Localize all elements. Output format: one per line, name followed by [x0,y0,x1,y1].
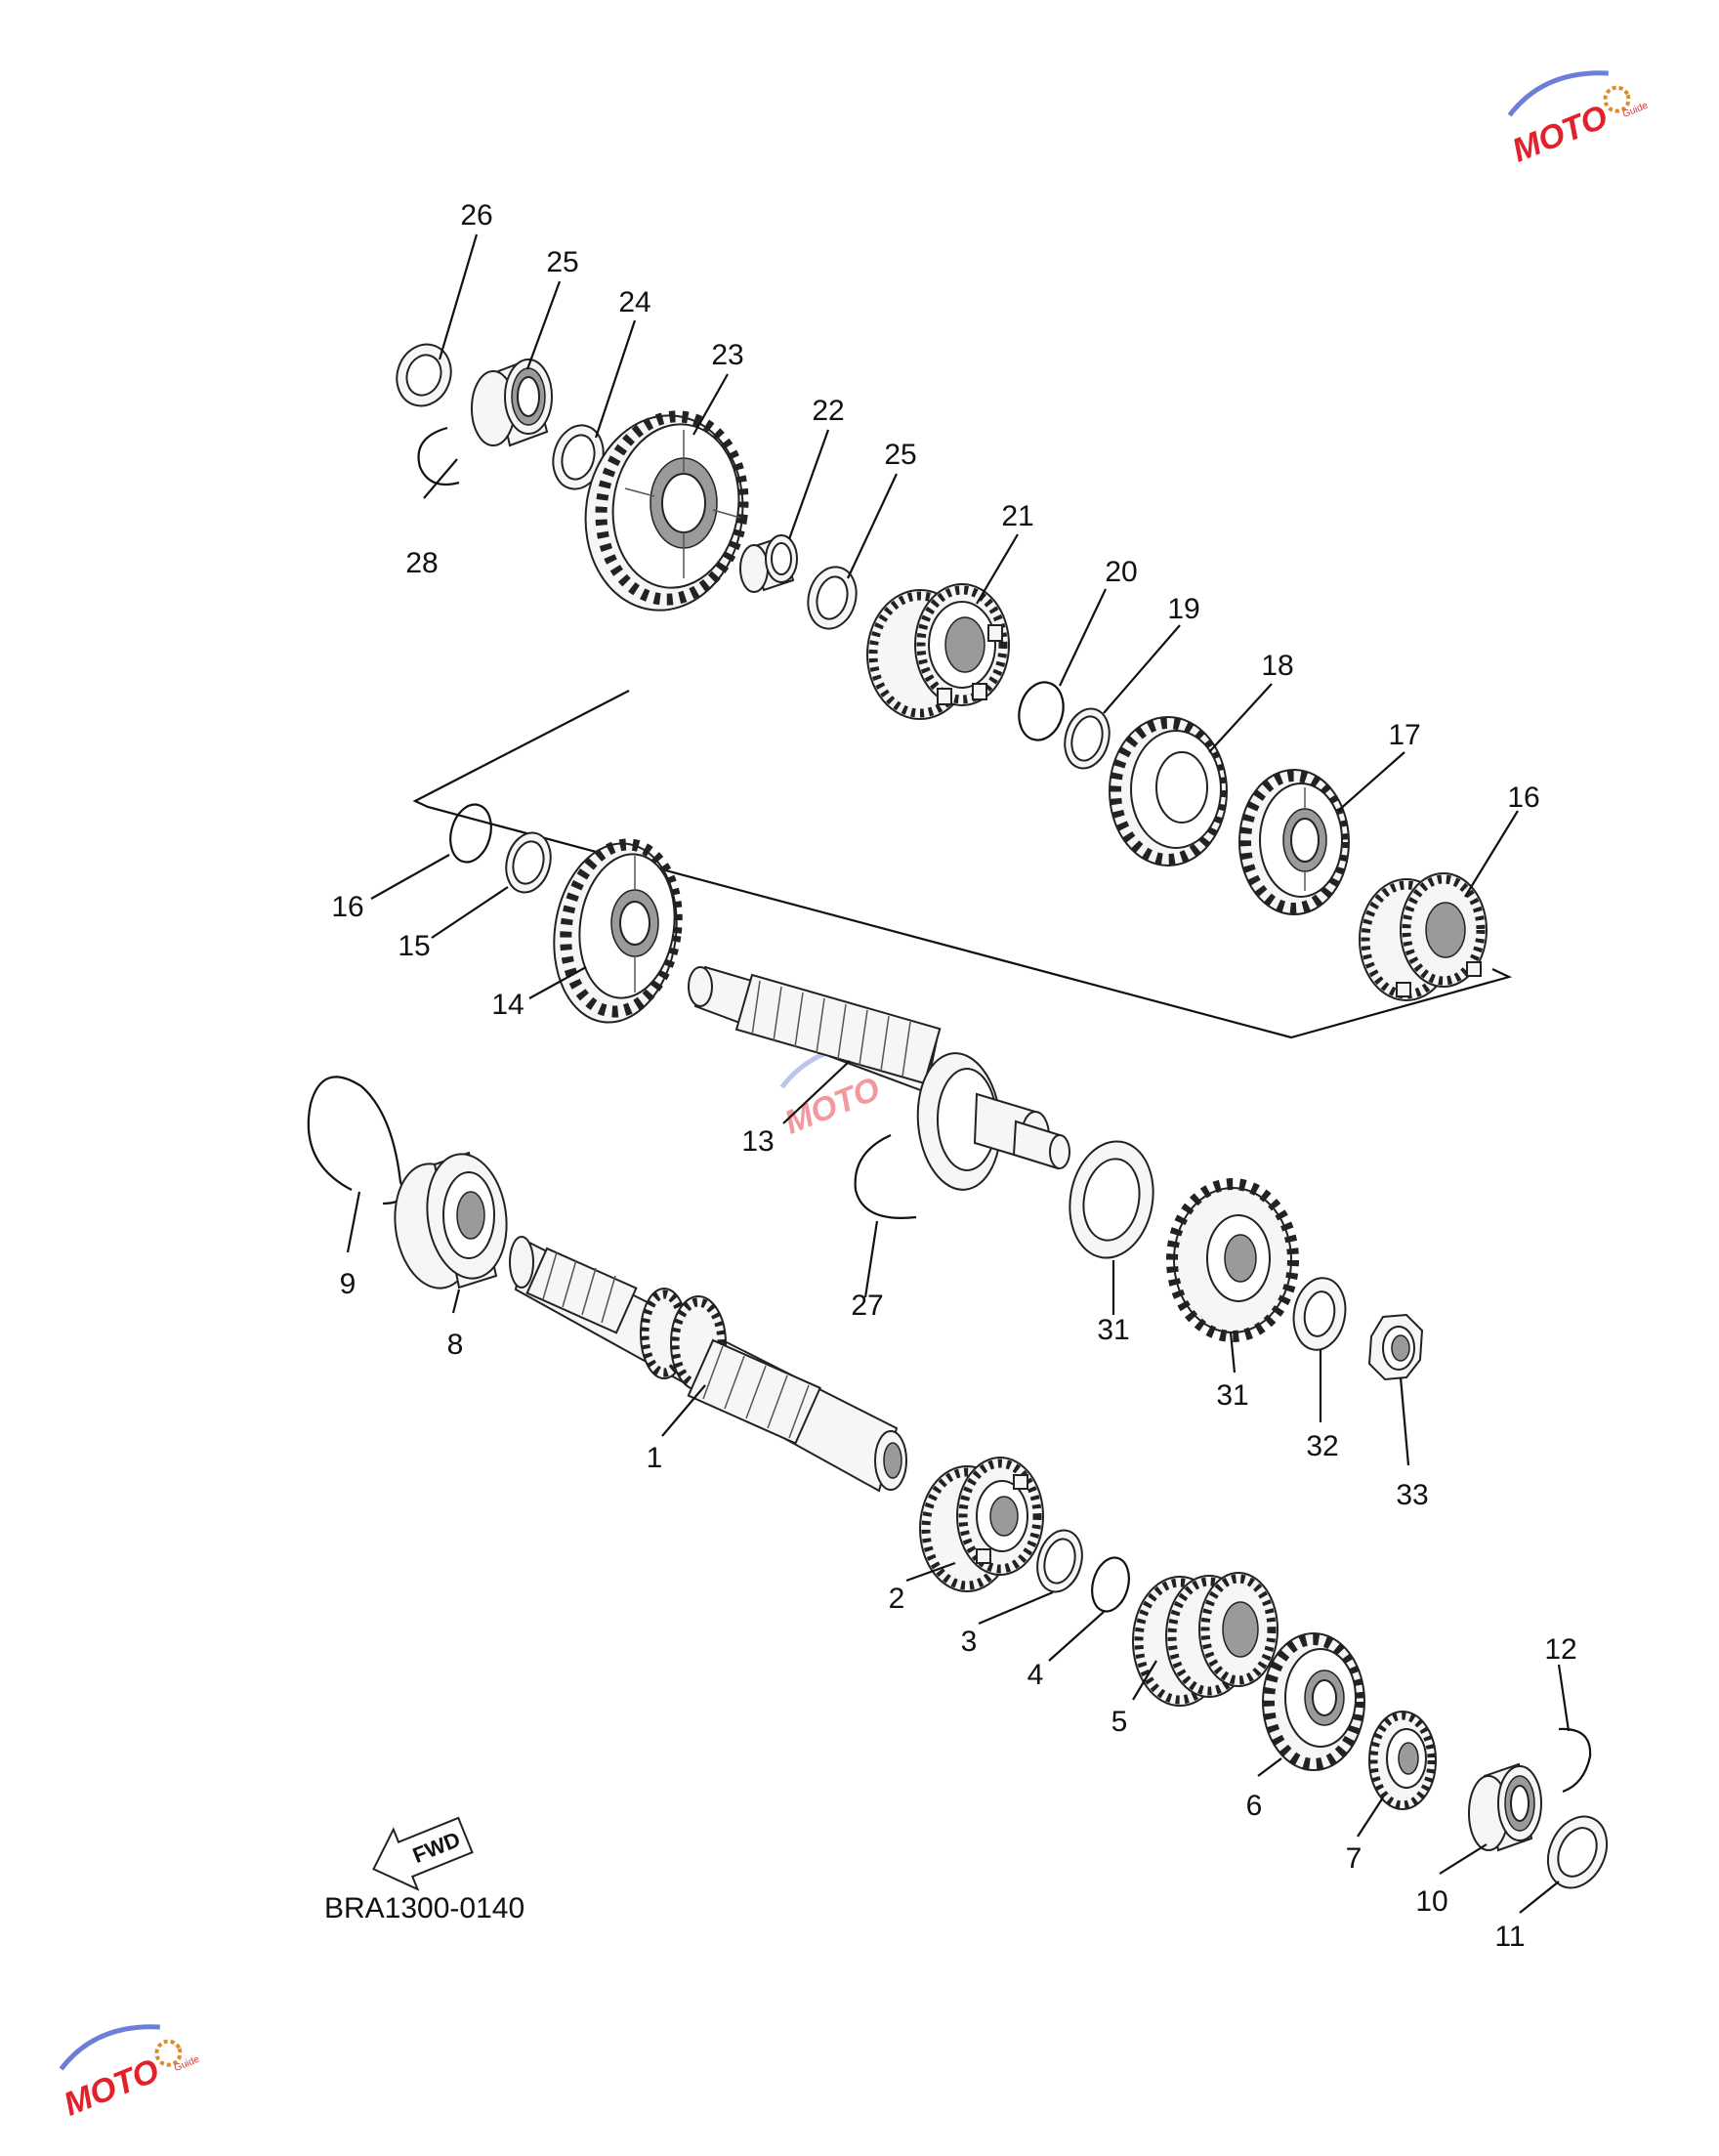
part-17-gear [1359,872,1488,1001]
part-16-circlip [449,803,492,864]
group-boundary [412,690,1513,1039]
watermark-logo-bottom: MOTO Guide [59,2024,201,2124]
part-25-washer-right [807,566,858,630]
part-14-gear [553,838,683,1024]
callout-labels: 26 25 24 23 22 25 21 20 19 18 17 16 28 1… [331,199,1576,1953]
svg-text:MOTO: MOTO [59,2051,164,2123]
part-19-gear [1109,716,1228,867]
part-2-gear [919,1457,1044,1592]
fwd-arrow: FWD [372,1816,474,1891]
callout-12: 12 [1544,1633,1576,1666]
callout-22: 21 [1001,500,1033,532]
part-32-lock-washer [1292,1277,1347,1351]
callout-25-left: 24 [618,286,650,318]
part-22-gear [866,583,1010,720]
callout-15: 15 [398,930,430,962]
part-12-circlip [1558,1727,1592,1794]
callout-20: 19 [1167,593,1199,625]
callout-28: 27 [851,1289,883,1322]
part-13-shaft [688,965,1070,1191]
part-3-washer [1036,1529,1083,1593]
svg-text:Guide: Guide [173,2054,201,2074]
svg-text:MOTO: MOTO [1507,98,1613,169]
callout-16: 16 [331,891,363,923]
part-26-needle-bearing [471,358,553,447]
callout-19: 18 [1261,650,1293,682]
part-29-circlip [417,426,460,486]
part-11-washer [1546,1815,1609,1889]
callout-32: 32 [1306,1430,1338,1462]
part-18-gear [1238,769,1350,915]
part-31-sprocket [1166,1178,1299,1342]
part-25-washer-left [552,424,605,490]
callout-27: 26 [460,199,492,232]
part-6-gear [1262,1632,1365,1771]
callout-14: 14 [491,989,524,1021]
part-23-gear [584,410,749,612]
part-7-gear [1368,1711,1437,1810]
callout-29: 28 [405,547,438,579]
part-8-bearing [394,1151,508,1289]
callout-21: 20 [1105,556,1137,588]
part-33-nut [1367,1313,1424,1381]
callout-2: 2 [889,1583,905,1615]
callout-8: 8 [447,1329,464,1361]
watermark-logo-top: MOTO Guide [1507,70,1650,170]
part-9-circlip [307,1076,404,1205]
callout-3: 3 [961,1626,978,1658]
svg-text:Guide: Guide [1621,101,1650,120]
callout-4: 4 [1027,1659,1044,1691]
part-28-circlip [854,1133,917,1219]
svg-text:MOTO: MOTO [779,1070,885,1141]
callout-31: 31 [1216,1379,1248,1412]
part-30-oil-seal [1069,1140,1154,1259]
part-27-washer [396,343,452,407]
part-20-washer [1064,707,1111,770]
part-1-main-shaft [509,1236,907,1493]
part-4-circlip [1091,1556,1130,1613]
callout-1: 1 [647,1442,663,1474]
callout-6: 6 [1246,1790,1263,1822]
callout-13: 13 [741,1125,774,1158]
part-10-needle-bearing [1468,1762,1542,1852]
diagram-code: BRA1300-0140 [324,1892,524,1924]
callout-33: 33 [1396,1479,1428,1511]
callout-26: 25 [546,246,578,278]
callout-7: 7 [1346,1842,1363,1875]
part-24-bushing [739,534,798,593]
callout-18: 17 [1388,719,1420,751]
callout-9: 9 [340,1268,356,1300]
callout-25-right: 25 [884,439,916,471]
callout-5: 5 [1111,1706,1128,1738]
callout-10: 10 [1415,1885,1447,1918]
part-15-washer [505,831,552,894]
callout-30: 31 [1097,1314,1129,1346]
callout-23: 23 [711,339,743,371]
part-5-gear [1132,1572,1279,1707]
leader-lines [346,233,1571,1914]
callout-24: 22 [812,395,844,427]
callout-11: 11 [1494,1921,1525,1953]
callout-17: 16 [1507,782,1539,814]
part-21-circlip [1018,681,1065,741]
